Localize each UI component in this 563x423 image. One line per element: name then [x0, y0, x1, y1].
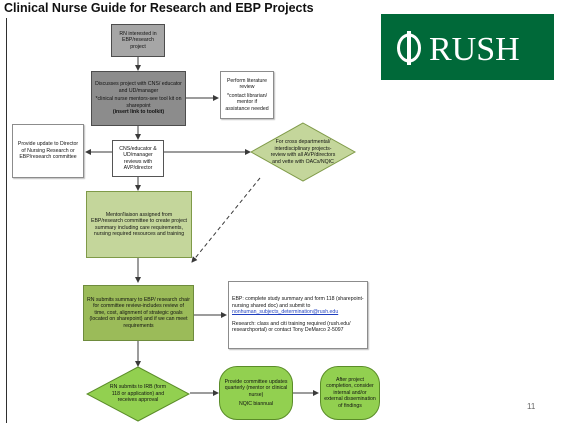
- left-rule: [6, 18, 7, 423]
- literature-review-box: Perform literature review *contact libra…: [220, 71, 274, 119]
- cns-review-text: CNS/educator & UD/manager reviews with A…: [119, 145, 157, 172]
- summary-text: RN submits summary to EBP/ research chai…: [87, 296, 190, 329]
- discuss-line3: (insert link to toolkit): [112, 109, 165, 116]
- page-number: 11: [527, 402, 536, 411]
- cross-dept-text: For cross departmental/ interdisciplinar…: [270, 139, 336, 165]
- irb-text: RN submits to IRB (form 118 or applicati…: [109, 384, 167, 404]
- literature-line1: Perform literature review: [226, 77, 268, 91]
- discuss-line2: *clinical nurse mentors-see tool kit on …: [95, 96, 182, 109]
- discuss-box: Discusses project with CNS/ educator and…: [91, 71, 186, 126]
- summary-box: RN submits summary to EBP/ research chai…: [83, 285, 194, 341]
- start-box: RN interested in EBP/research project: [111, 24, 165, 57]
- arrow-cross-dept-to-mentor: [191, 177, 261, 263]
- irb-diamond: RN submits to IRB (form 118 or applicati…: [86, 366, 190, 422]
- discuss-line1: Discusses project with CNS/ educator and…: [95, 81, 182, 94]
- ebp-info-line1: EBP: complete study summary and form 118…: [232, 296, 364, 309]
- dissemination-text: After project completion, consider inter…: [324, 376, 376, 409]
- cns-review-box: CNS/educator & UD/manager reviews with A…: [112, 140, 164, 177]
- updates-line1: Provide committee updates quarterly (men…: [224, 378, 288, 398]
- logo-wordmark: RUSH: [429, 31, 520, 68]
- ebp-research-info-box: EBP: complete study summary and form 118…: [228, 281, 368, 349]
- literature-line2: *contact librarian/ mentor if assistance…: [225, 92, 269, 112]
- dissemination-box: After project completion, consider inter…: [320, 366, 380, 420]
- rush-logo-mark: RUSH: [396, 31, 520, 68]
- cross-dept-diamond: For cross departmental/ interdisciplinar…: [250, 122, 356, 182]
- ebp-info-line2: Research: class and citi training requir…: [232, 320, 351, 334]
- update-text: Provide update to Director of Nursing Re…: [17, 141, 79, 161]
- mentor-text: Mentor/liaison assigned from EBP/researc…: [90, 211, 187, 238]
- updates-box: Provide committee updates quarterly (men…: [219, 366, 293, 420]
- slide-title: Clinical Nurse Guide for Research and EB…: [4, 1, 314, 15]
- irb-diamond-shape: [86, 366, 190, 422]
- mentor-box: Mentor/liaison assigned from EBP/researc…: [86, 191, 192, 258]
- rush-logo: RUSH: [381, 14, 554, 80]
- update-box: Provide update to Director of Nursing Re…: [12, 124, 84, 178]
- ebp-info-email-link[interactable]: nonhuman_subjects_determination@rush.edu: [232, 309, 339, 316]
- start-text: RN interested in EBP/research project: [119, 30, 157, 50]
- updates-line2: NQIC biannual: [238, 401, 274, 407]
- cross-dept-diamond-shape: [250, 122, 356, 182]
